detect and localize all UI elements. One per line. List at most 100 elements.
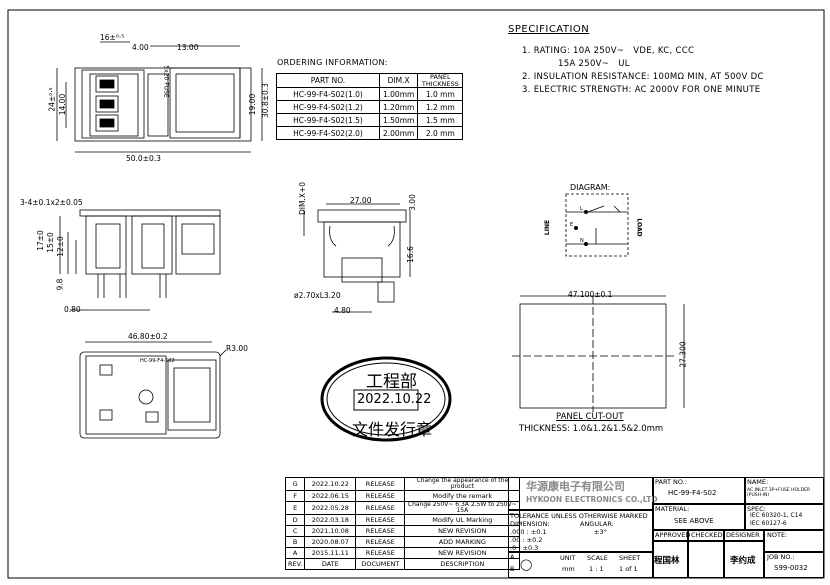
- release-stamp-oval: [320, 356, 452, 442]
- rev-doc: RELEASE: [355, 536, 406, 548]
- dim-9-8: 9.8: [55, 278, 65, 291]
- rev-date: 2022.03.18: [304, 514, 357, 526]
- rev-doc: RELEASE: [355, 501, 406, 515]
- sheet-value: 1 of 1: [619, 565, 638, 573]
- col-part-no: PART NO.: [276, 73, 380, 88]
- ordering-table: PART NO. DIM.X PANEL THICKNESS HC-99-F4-…: [276, 73, 464, 140]
- tolerance-label: TOLERANCE UNLESS OTHERWISE MARKED: [510, 512, 648, 520]
- panel-cutout-drawing: [512, 295, 685, 412]
- rev-id: C: [284, 525, 306, 537]
- cell-thickness: 1.5 mm: [417, 113, 464, 127]
- rear-view: [79, 341, 227, 439]
- approved-label: APPROVED: [655, 531, 691, 539]
- dim-12: 12±0: [55, 236, 65, 257]
- designer-cell: [724, 530, 764, 541]
- spec-line-1: 1. RATING: 10A 250V~ VDE, KC, CCC: [522, 46, 695, 56]
- dim-13: 13.00: [177, 43, 199, 52]
- spec-1: IEC 60320-1, C14: [750, 512, 803, 519]
- spec-label: SPEC:: [747, 505, 766, 513]
- part-no-label: PART NO.:: [655, 478, 688, 486]
- dim-pin-hole: ø2.70xL3.20: [294, 291, 341, 300]
- spec-line-3: 2. INSULATION RESISTANCE: 100MΩ MIN, AT …: [522, 72, 764, 82]
- dim-4-80: 4.80: [334, 306, 351, 315]
- rev-id: A: [284, 547, 306, 559]
- fuse-marking: 5x20 FUSE: [162, 65, 170, 98]
- top-view: [303, 203, 411, 313]
- sheet-label: SHEET: [619, 554, 641, 562]
- cell-thickness: 1.0 mm: [417, 87, 464, 101]
- rev-desc: NEW REVISION: [404, 547, 521, 559]
- tolerance-3: .0 : ±0.3: [510, 544, 539, 552]
- stamp-label: 文件发行章: [352, 420, 433, 439]
- unit-box: [508, 552, 653, 578]
- diagram-title: DIAGRAM:: [570, 183, 611, 192]
- rev-id: B: [284, 536, 306, 548]
- material-box: [653, 504, 745, 530]
- rev-id: E: [284, 501, 306, 515]
- rev-header: REV.: [284, 558, 306, 570]
- dim-3: 3.00: [407, 194, 417, 211]
- designer-name-cell: [724, 541, 764, 578]
- ordering-title: ORDERING INFORMATION:: [277, 58, 388, 67]
- job-label: JOB NO.:: [767, 553, 795, 561]
- rev-desc: ADD MARKING: [404, 536, 521, 548]
- rev-date: 2022.10.22: [304, 477, 357, 491]
- rev-doc: RELEASE: [355, 525, 406, 537]
- rev-desc: Change 250V~ 6.3A 2.5W to 250V~ 15A: [404, 501, 521, 515]
- approver-name: 程国林: [654, 556, 680, 566]
- cell-dimx: 1.00mm: [378, 87, 419, 101]
- angular-tolerance: ±3°: [594, 528, 607, 536]
- job-number: S99-0032: [774, 564, 808, 572]
- rev-header: DESCRIPTION: [404, 558, 521, 570]
- rev-doc: RELEASE: [355, 514, 406, 526]
- rev-date: 2015.11.11: [304, 547, 357, 559]
- rev-date: 2022.05.28: [304, 501, 357, 515]
- material-label: MATERIAL:: [655, 505, 690, 513]
- ordering-header-row: PART NO. DIM.X PANEL THICKNESS: [276, 73, 464, 88]
- rev-id: G: [284, 477, 306, 491]
- side-a: A: [510, 553, 515, 561]
- name-box: [745, 477, 824, 504]
- rear-part-marking: HC-99-F4-S02: [140, 358, 175, 364]
- dim-27-3: 27.300: [678, 341, 688, 368]
- name-value: AC INLET 3P+FUSE HOLDER (PUSH-IN): [747, 488, 811, 498]
- dim-0-80: 0.80: [64, 305, 81, 314]
- rev-header: DOCUMENT: [355, 558, 406, 570]
- spec-line-2: 15A 250V~ UL: [522, 59, 630, 69]
- stamp-department: 工程部: [366, 372, 417, 392]
- dim-27: 27.00: [350, 196, 372, 205]
- dim-30-8: 30.8±0.3: [260, 83, 270, 118]
- tolerance-1: .000 : ±0.1: [510, 528, 547, 536]
- col-dimx: DIM.X: [378, 73, 419, 88]
- company-name-en: HYKOON ELECTRONICS CO.,LTD: [526, 495, 658, 504]
- rev-desc: Modify UL Marking: [404, 514, 521, 526]
- spec-box: [745, 504, 824, 530]
- dim-47-1: 47.100±0.1: [568, 290, 613, 299]
- dim-24: 24±⁰·⁵: [47, 87, 57, 112]
- dim-46-80: 46.80±0.2: [128, 332, 168, 341]
- sheet-border: [7, 9, 825, 579]
- cell-thickness: 1.2 mm: [417, 100, 464, 114]
- col-panel-thickness: PANEL THICKNESS: [417, 73, 464, 88]
- stamp-date: 2022.10.22: [357, 392, 432, 407]
- dim-4: 4.00: [132, 43, 149, 52]
- dim-15: 15±0: [45, 232, 55, 253]
- rev-doc: RELEASE: [355, 490, 406, 502]
- line-label: LINE: [544, 219, 552, 236]
- projection-symbol-icon: ◯: [520, 558, 533, 571]
- unit-value: mm: [562, 565, 575, 573]
- rev-date: 2021.10.08: [304, 525, 357, 537]
- panel-cutout-title: PANEL CUT-OUT: [556, 412, 624, 422]
- cell-part: HC-99-F4-S02(1.5): [276, 113, 380, 127]
- material-value: SEE ABOVE: [674, 517, 714, 525]
- angular-label: ANGULAR:: [580, 520, 614, 528]
- tolerance-2: .00 : ±0.2: [510, 536, 543, 544]
- designer-label: DESIGNER: [726, 531, 760, 539]
